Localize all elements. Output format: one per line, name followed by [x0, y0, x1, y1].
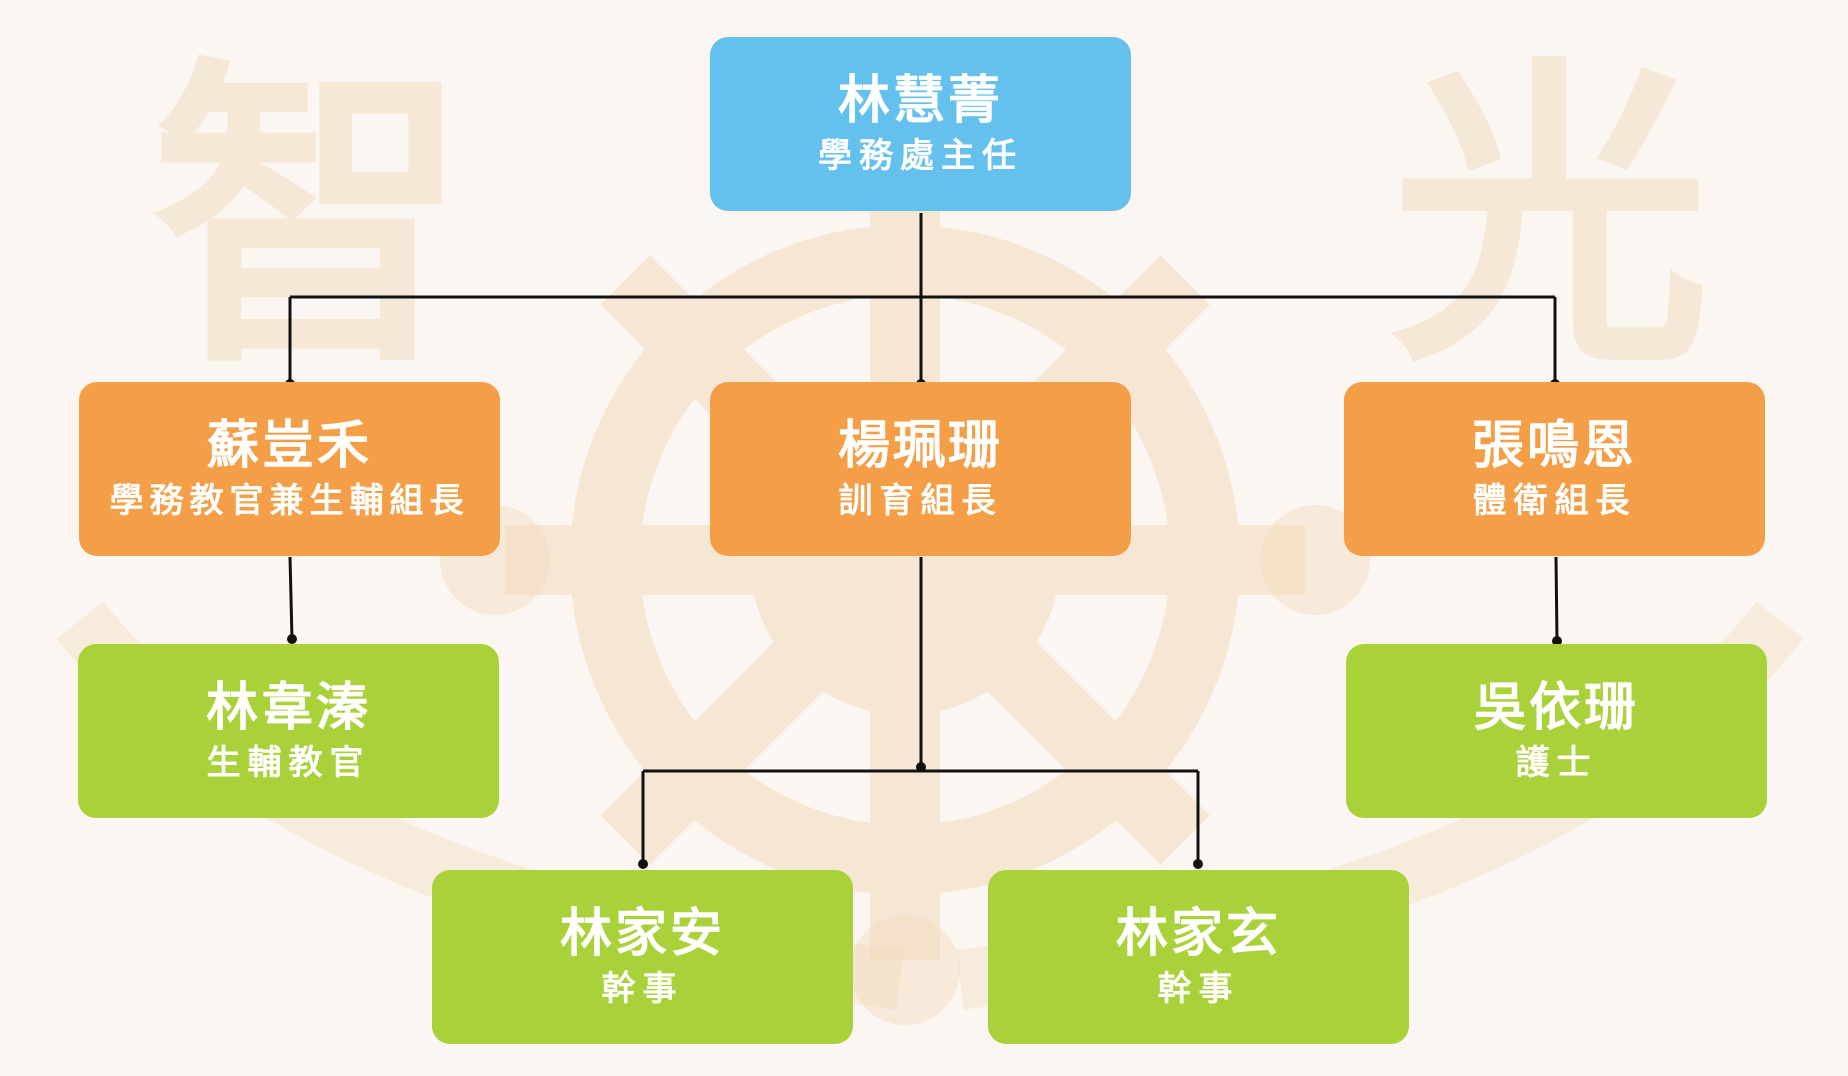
node-director-role: 學務處主任 — [818, 135, 1023, 176]
connector-dot-staff-junction — [916, 762, 926, 772]
node-staff-3-name: 林家玄 — [1115, 903, 1281, 964]
node-leader-2-name: 楊珮珊 — [837, 415, 1003, 476]
connector-leader-1-to-staff-1 — [288, 556, 294, 640]
node-leader-3-role: 體衛組長 — [1472, 480, 1637, 521]
node-leader-3-name: 張鳴恩 — [1471, 415, 1637, 476]
node-staff-3-role: 幹事 — [1157, 968, 1240, 1009]
connector-dot-staff-4 — [1552, 636, 1562, 646]
node-director: 林慧菁 學務處主任 — [710, 37, 1131, 211]
node-staff-4-role: 護士 — [1515, 742, 1598, 783]
node-staff-3: 林家玄 幹事 — [988, 870, 1409, 1044]
node-staff-1-role: 生輔教官 — [206, 742, 371, 783]
connector-dot-staff-1 — [287, 634, 297, 644]
node-staff-1-name: 林韋溱 — [205, 677, 371, 738]
connector-leader-3-to-staff-4 — [1554, 556, 1559, 642]
node-staff-4-name: 吳依珊 — [1473, 677, 1639, 738]
watermark-glyph-right: 光 — [1390, 34, 1710, 406]
node-staff-2: 林家安 幹事 — [432, 870, 853, 1044]
node-staff-2-name: 林家安 — [559, 903, 725, 964]
node-director-name: 林慧菁 — [837, 70, 1003, 131]
node-staff-4: 吳依珊 護士 — [1346, 644, 1767, 818]
node-leader-2: 楊珮珊 訓育組長 — [710, 382, 1131, 556]
node-staff-1: 林韋溱 生輔教官 — [78, 644, 499, 818]
watermark-glyph-left: 智 — [150, 34, 470, 406]
node-leader-1-name: 蘇豈禾 — [206, 415, 372, 476]
connector-dot-staff-2 — [638, 859, 648, 869]
node-leader-1-role: 學務教官兼生輔組長 — [109, 480, 470, 521]
node-leader-1: 蘇豈禾 學務教官兼生輔組長 — [79, 382, 500, 556]
node-staff-2-role: 幹事 — [601, 968, 684, 1009]
node-leader-3: 張鳴恩 體衛組長 — [1344, 382, 1765, 556]
node-leader-2-role: 訓育組長 — [838, 480, 1003, 521]
connector-dot-staff-3 — [1193, 859, 1203, 869]
